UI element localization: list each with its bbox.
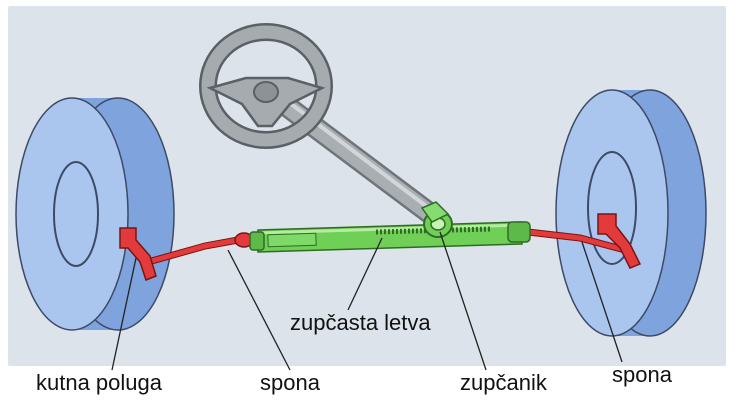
left-wheel [16, 98, 174, 330]
label-spona-left: spona [260, 372, 320, 394]
label-zupcanik: zupčanik [460, 372, 547, 394]
label-spona-right: spona [612, 364, 672, 386]
label-kutna-poluga: kutna poluga [36, 372, 162, 394]
label-zupcasta-letva: zupčasta letva [290, 312, 431, 334]
right-wheel [556, 90, 706, 336]
